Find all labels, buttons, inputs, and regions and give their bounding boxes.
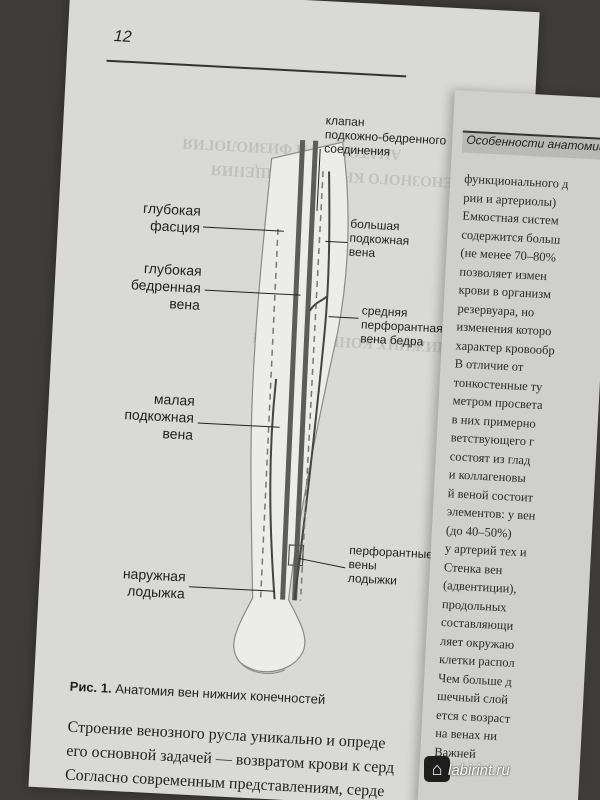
label-great-saphenous: большая подкожная вена [348,216,410,261]
great-saphenous-vein [293,171,331,601]
label-lateral-ankle: наружная лодыжка [122,565,187,602]
right-column-line: крови в организм [458,282,552,302]
figure-caption-prefix: Рис. 1. [69,678,113,696]
right-column-line: позволяет измен [459,263,548,283]
right-column-line: состоят из глад [449,448,531,467]
right-column-line: шечный слой [436,688,509,707]
label-valve: клапан подкожно-бедренного соединения [323,113,447,159]
left-book-page: 12 АНАТОМИЯ И ФИЗИОЛОГИЯ ВЕНОЗНОГО КРОВО… [28,0,540,800]
leader-great-saphenous [325,240,348,244]
leader-deep-fascia [202,226,284,232]
leader-deep-femoral-vein [204,289,301,296]
right-column-line: у артерий тех и [444,541,527,560]
leader-lateral-ankle [189,586,276,592]
right-column-line: резервуара, но [457,300,535,319]
deep-vein [280,139,306,600]
right-column-line: ляет окружаю [439,633,515,652]
label-deep-fascia: глубокая фасция [142,199,202,236]
labirint-logo-icon: ⌂ [424,756,450,782]
watermark-text: labirint.ru [448,762,510,779]
leg-veins-diagram [189,139,359,674]
fascia-line-left [259,228,279,599]
perforating-vein [308,295,328,312]
label-middle-perforating: средняя перфорантная вена бедра [360,303,444,349]
right-column-line: элементов: у вен [446,504,536,523]
right-column-line: составляющи [440,615,514,633]
leader-ankle-perforating [298,557,346,569]
right-column-line: изменения которо [456,319,552,339]
right-column-line: й веной состоит [447,485,534,505]
perforating-ankle-box [287,544,305,567]
label-ankle-perforating: перфорантные вены лодыжки [347,543,434,588]
right-column-line: характер кровообр [455,337,556,358]
leader-small-saphenous [197,422,280,428]
right-column-line: рии и артериолы) [463,190,557,209]
right-column-line: на венах ни [434,725,498,744]
right-column-line: ется с возраст [435,707,511,726]
label-deep-femoral-vein: глубокая бедренная вена [130,259,203,313]
right-column-line: клетки распол [438,651,516,670]
right-column-line: Емкостная систем [462,208,560,228]
right-column-line: содержится больш [461,227,561,247]
toes-outline [239,662,286,674]
right-column-line: тонкостенные ту [453,374,543,394]
small-saphenous-vein [269,378,278,600]
right-column-line: продольных [441,596,507,614]
right-column-line: ветствующего г [450,430,535,449]
right-column-line: (до 40–50%) [445,522,512,541]
right-column-line: метром просвета [452,393,543,413]
right-column-line: (не менее 70–80% [460,245,557,265]
right-column-line: (адвентиции), [442,578,517,596]
right-column-line: В отличие от [454,356,524,374]
fascia-line-right [299,171,324,601]
right-column-line: функционального д [464,171,569,192]
leader-valve [316,148,321,211]
label-small-saphenous: малая подкожная вена [124,390,196,443]
right-column-line: и коллагеновы [448,467,527,486]
right-column-line: в них примерно [451,411,537,431]
leader-middle-perforating [328,316,359,319]
right-column-line: Чем больше д [437,670,513,689]
deep-vein-second [292,140,319,601]
right-column-line: Стенка вен [443,559,503,577]
